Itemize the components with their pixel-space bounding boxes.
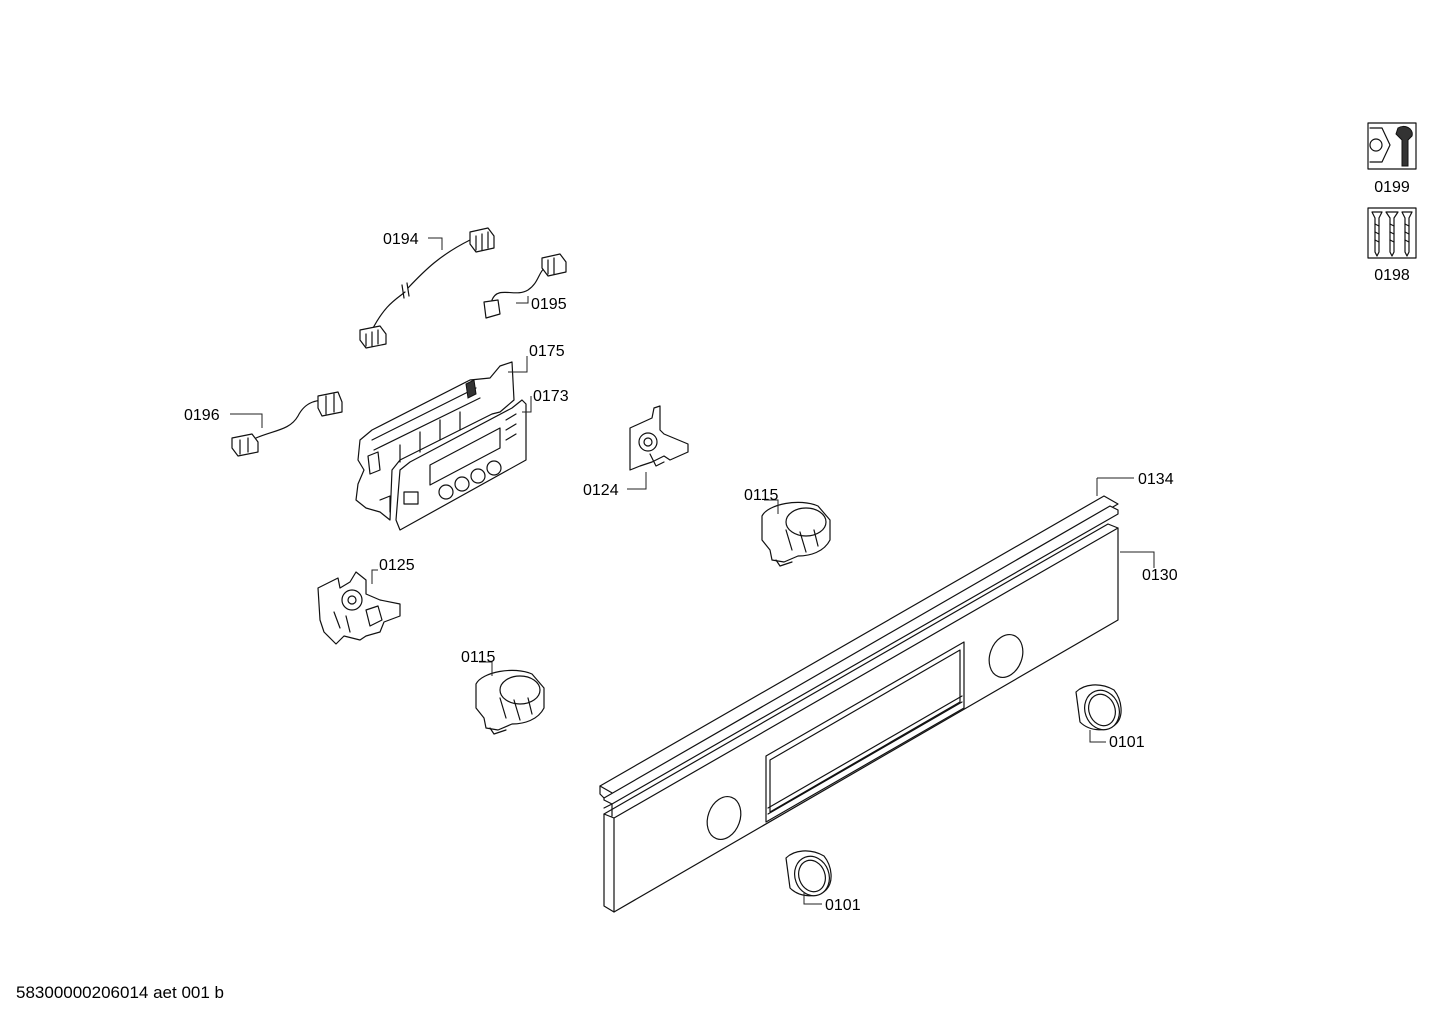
callout-0130: 0130 bbox=[1142, 567, 1178, 584]
callout-0173: 0173 bbox=[533, 388, 569, 405]
knob-holder-0115-lower bbox=[475, 669, 545, 735]
leader-0125 bbox=[371, 569, 378, 584]
leader-0194 bbox=[428, 237, 443, 250]
callout-0194: 0194 bbox=[383, 231, 419, 248]
callout-0175: 0175 bbox=[529, 343, 565, 360]
callout-0196: 0196 bbox=[184, 407, 220, 424]
callout-0124: 0124 bbox=[583, 482, 619, 499]
callout-0134: 0134 bbox=[1138, 471, 1174, 488]
callout-0101-lower: 0101 bbox=[825, 897, 861, 914]
cable-0195 bbox=[483, 253, 567, 319]
leader-0124 bbox=[627, 472, 647, 490]
leader-0175 bbox=[508, 356, 528, 373]
callout-0125: 0125 bbox=[379, 557, 415, 574]
control-knob-0101-right bbox=[1075, 684, 1122, 731]
control-panel-0130 bbox=[603, 523, 1119, 913]
leader-0196 bbox=[230, 413, 263, 428]
control-knob-0101-lower bbox=[785, 850, 832, 897]
callout-0198: 0198 bbox=[1374, 267, 1410, 284]
trim-strip-0134 bbox=[599, 495, 1119, 805]
knob-holder-0115-upper bbox=[761, 501, 831, 567]
leader-0101-lower bbox=[803, 892, 822, 905]
control-frame-0175 bbox=[355, 361, 515, 521]
switch-bracket-0124 bbox=[629, 405, 689, 471]
cable-0196 bbox=[231, 391, 343, 457]
leader-0115-upper bbox=[764, 499, 779, 514]
callout-0115-lower: 0115 bbox=[461, 649, 496, 666]
callout-0115-upper: 0115 bbox=[744, 487, 779, 504]
document-code: 58300000206014 aet 001 b bbox=[16, 983, 224, 1002]
cable-harness-0194 bbox=[359, 227, 495, 349]
callout-0101-right: 0101 bbox=[1109, 734, 1145, 751]
control-board-0173 bbox=[395, 399, 527, 531]
switch-bracket-0125 bbox=[317, 571, 401, 645]
screws-icon bbox=[1367, 207, 1417, 259]
callout-0195: 0195 bbox=[531, 296, 567, 313]
leader-0195 bbox=[516, 296, 529, 304]
leader-0130 bbox=[1120, 551, 1155, 568]
leader-0115-lower bbox=[479, 661, 493, 676]
callout-0199: 0199 bbox=[1374, 179, 1410, 196]
wrench-icon bbox=[1367, 122, 1417, 170]
leader-0101-right bbox=[1089, 730, 1106, 743]
leader-0173 bbox=[522, 396, 532, 413]
